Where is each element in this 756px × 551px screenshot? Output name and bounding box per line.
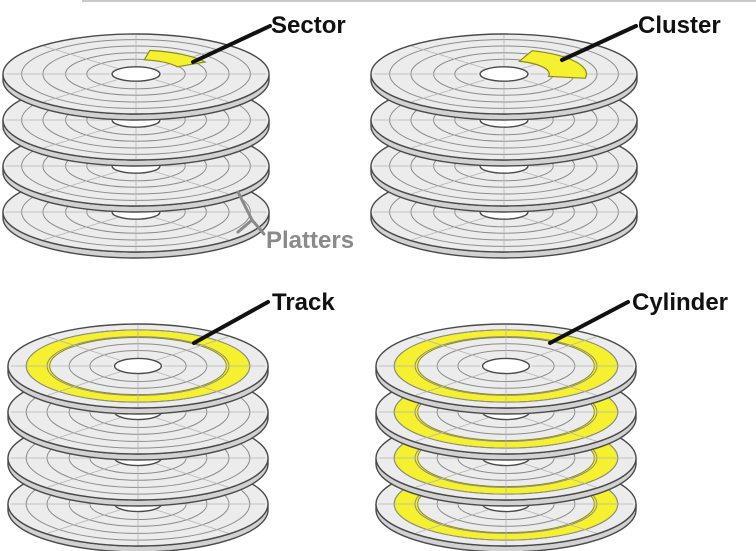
label-cylinder: Cylinder [632,289,728,316]
platter [7,323,269,415]
sector-line [411,171,486,195]
platters-pointer-tail [250,218,266,236]
sector-line [524,371,597,396]
cylinder-leader-line [548,300,630,345]
spindle-hole [481,357,531,375]
sector-line [156,417,229,442]
sector-line [411,217,486,241]
panel-cluster [370,33,638,259]
sector-highlight [143,49,207,68]
sector-line [415,336,488,361]
sector-line [522,125,597,149]
sector-line [524,336,597,361]
sector-line [415,371,488,396]
label-sector: Sector [271,12,346,39]
label-platters: Platters [266,227,354,254]
sector-line [411,45,486,69]
sector-line [47,417,120,442]
sector-line [47,336,120,361]
panel-cylinder [375,323,637,551]
sector-line [524,509,597,534]
sector-line [43,125,118,149]
sector-leader-line [191,24,272,64]
sector-line [43,171,118,195]
sector-line [43,217,118,241]
spindle-hole [113,357,163,375]
sector-line [47,371,120,396]
track-leader-line [192,300,270,345]
label-cluster: Cluster [638,12,721,39]
sector-line [154,171,229,195]
sector-line [415,463,488,488]
sector-line [156,336,229,361]
sector-line [154,217,229,241]
sector-line [411,125,486,149]
platter [2,33,270,121]
sector-line [43,79,118,103]
sector-line [522,217,597,241]
sector-line [524,463,597,488]
sector-line [156,371,229,396]
sector-line [411,79,486,103]
sector-line [522,79,597,103]
platter [375,323,637,415]
sector-line [415,417,488,442]
sector-line [47,509,120,534]
sector-line [154,79,229,103]
sector-line [524,417,597,442]
sector-line [415,509,488,534]
panel-sector [2,33,270,259]
platter [370,33,638,121]
sector-line [154,125,229,149]
sector-line [156,509,229,534]
sector-line [522,171,597,195]
label-track: Track [272,289,335,316]
spindle-hole [111,66,161,82]
spindle-hole [479,66,529,82]
sector-line [43,45,118,69]
sector-line [156,463,229,488]
cluster-highlight [517,50,588,79]
sector-line [47,463,120,488]
panel-track [7,323,269,551]
cluster-leader-line [560,24,638,62]
